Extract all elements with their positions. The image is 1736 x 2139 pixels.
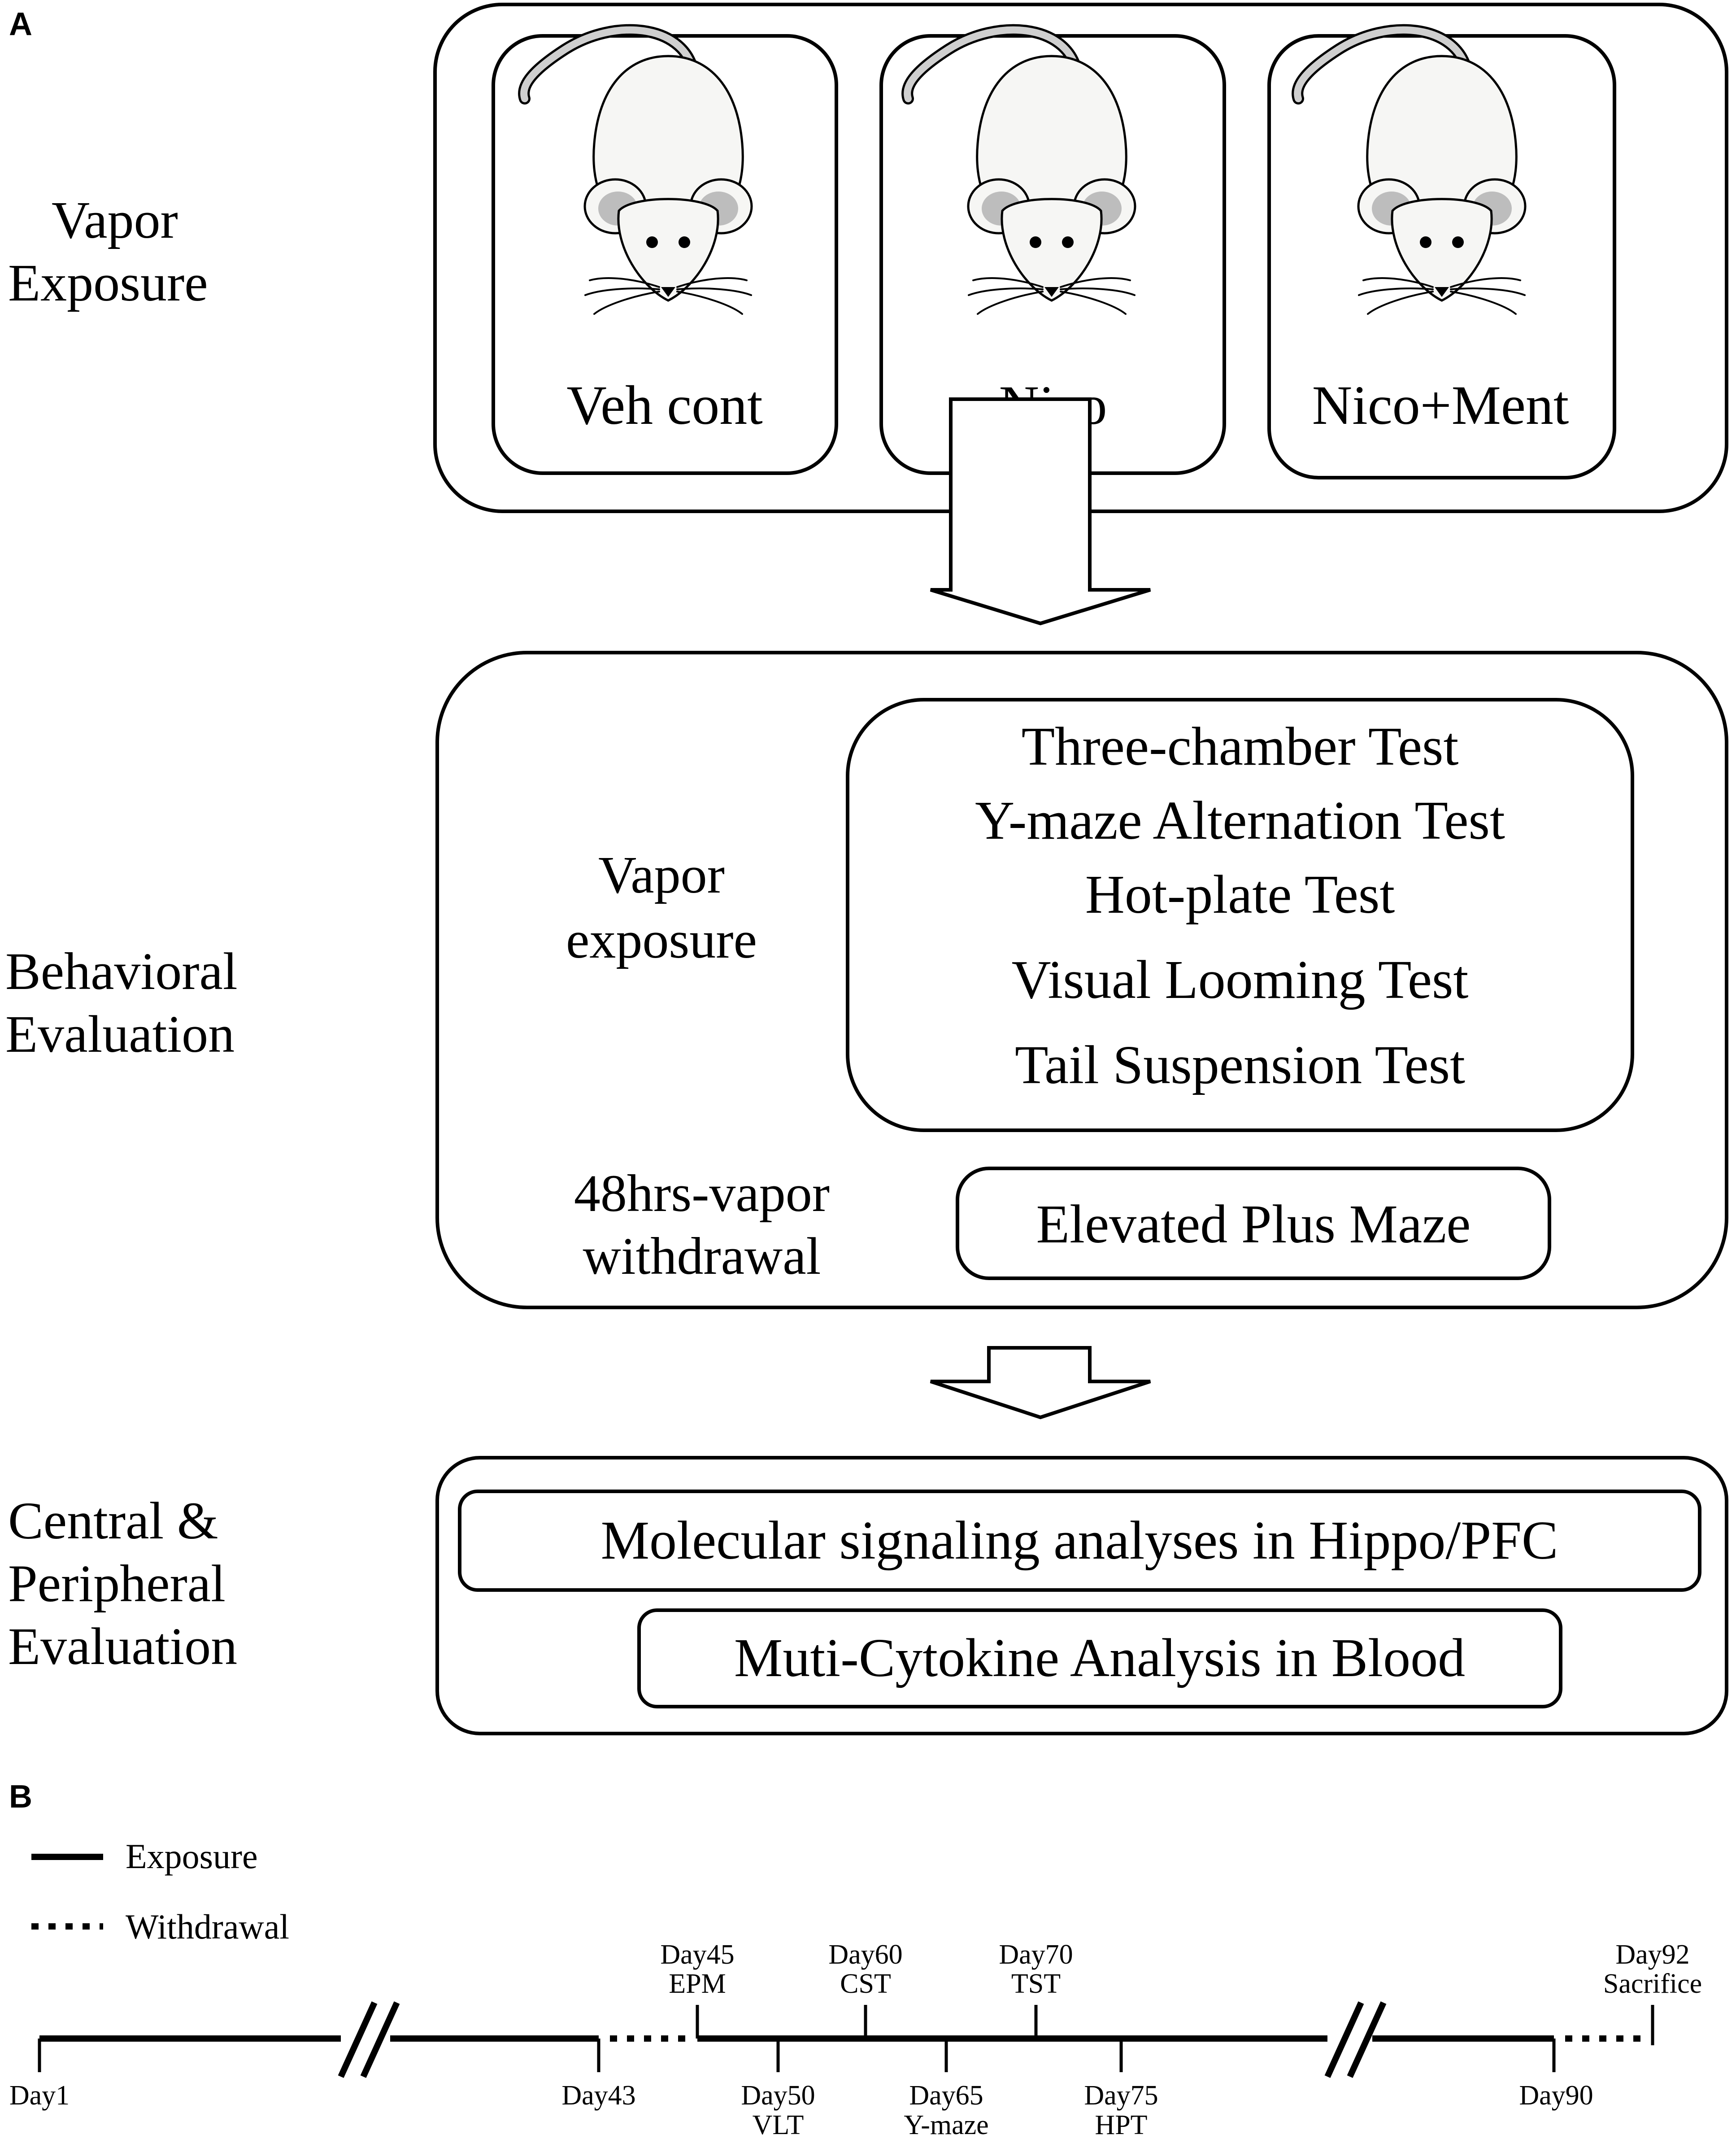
timeline-event-name: Y-maze <box>904 2110 988 2139</box>
timeline-break-mark <box>338 2001 378 2078</box>
timeline-event-day: Day70 <box>999 1939 1073 1970</box>
timeline-event-name: HPT <box>1095 2110 1147 2139</box>
timeline-label-day1: Day1 <box>9 2080 70 2111</box>
timeline-event-day: Day92 <box>1615 1939 1689 1970</box>
timeline-break-mark <box>360 2001 400 2078</box>
mouse-icon <box>1297 30 1525 314</box>
stage3-title-line3: Evaluation <box>8 1617 237 1676</box>
analysis-container <box>435 1456 1728 1735</box>
timeline-event-day: Day75 <box>1084 2080 1158 2111</box>
timeline-event-name: TST <box>1011 1969 1061 1999</box>
molecular-analysis-label: Molecular signaling analyses in Hippo/PF… <box>601 1510 1558 1571</box>
timeline-event-day: Day50 <box>741 2080 815 2111</box>
behavioral-container <box>435 651 1728 1309</box>
panel-a-label: A <box>9 6 32 42</box>
timeline-event-day: Day45 <box>660 1939 734 1970</box>
timeline-break-mark <box>1324 2001 1364 2078</box>
timeline-event-name: CST <box>840 1969 891 1999</box>
timeline-event-name: Sacrifice <box>1603 1969 1702 1999</box>
test-item: Hot-plate Test <box>1085 864 1395 925</box>
molecular-analysis-box <box>458 1490 1701 1592</box>
timeline-event-day: Day65 <box>909 2080 983 2111</box>
group-label-veh-cont: Veh cont <box>566 375 762 436</box>
panel-b-label: B <box>9 1779 32 1815</box>
withdrawal-test-box <box>956 1167 1551 1280</box>
legend-exposure-label: Exposure <box>126 1837 258 1876</box>
cytokine-analysis-box <box>637 1608 1562 1708</box>
timeline-event-day: Day60 <box>828 1939 902 1970</box>
timeline-label-day43: Day43 <box>561 2080 635 2111</box>
legend: Exposure Withdrawal <box>31 1837 289 1946</box>
withdrawal-test-label: Elevated Plus Maze <box>1036 1194 1471 1255</box>
flow-arrow-1 <box>930 397 1151 626</box>
stage-behavioral-evaluation: Behavioral Evaluation Vapor exposure Thr… <box>5 651 1728 1309</box>
test-item: Tail Suspension Test <box>1015 1035 1465 1095</box>
test-item: Three-chamber Test <box>1022 716 1459 777</box>
timeline-event-name: EPM <box>669 1969 726 1999</box>
timeline-label-day90: Day90 <box>1519 2080 1593 2111</box>
cytokine-analysis-label: Muti-Cytokine Analysis in Blood <box>734 1628 1465 1688</box>
timeline-event-name: VLT <box>753 2110 804 2139</box>
stage2-title-line1: Behavioral <box>5 942 238 1001</box>
stage2-title-line2: Evaluation <box>5 1005 235 1063</box>
vapor-exposure-label-line2: exposure <box>566 910 757 969</box>
timeline-break-mark <box>1347 2001 1387 2078</box>
stage1-title-line1: Vapor <box>52 191 178 249</box>
withdrawal-label-line1: 48hrs-vapor <box>574 1164 830 1223</box>
stage3-title-line1: Central & <box>8 1491 218 1550</box>
flow-arrow-2 <box>930 1346 1151 1420</box>
mouse-icon <box>907 30 1135 314</box>
test-item: Visual Looming Test <box>1012 950 1469 1010</box>
stage-central-peripheral: Central & Peripheral Evaluation Molecula… <box>8 1456 1728 1735</box>
timeline: Day1 Day43 Day90 Day50 VLT Day65 Y-maze … <box>9 1939 1702 2139</box>
legend-withdrawal-label: Withdrawal <box>126 1907 289 1946</box>
stage3-title-line2: Peripheral <box>8 1554 226 1613</box>
withdrawal-label-line2: withdrawal <box>583 1227 821 1285</box>
group-label-nico-ment: Nico+Ment <box>1312 375 1569 436</box>
mouse-icon <box>524 30 752 314</box>
vapor-exposure-label-line1: Vapor <box>598 845 725 904</box>
exposure-tests-box <box>846 698 1634 1132</box>
test-item: Y-maze Alternation Test <box>975 790 1505 851</box>
stage1-title-line2: Exposure <box>8 253 208 312</box>
stage-vapor-exposure: Vapor Exposure Veh cont Nico Nico+Ment <box>8 3 1728 513</box>
